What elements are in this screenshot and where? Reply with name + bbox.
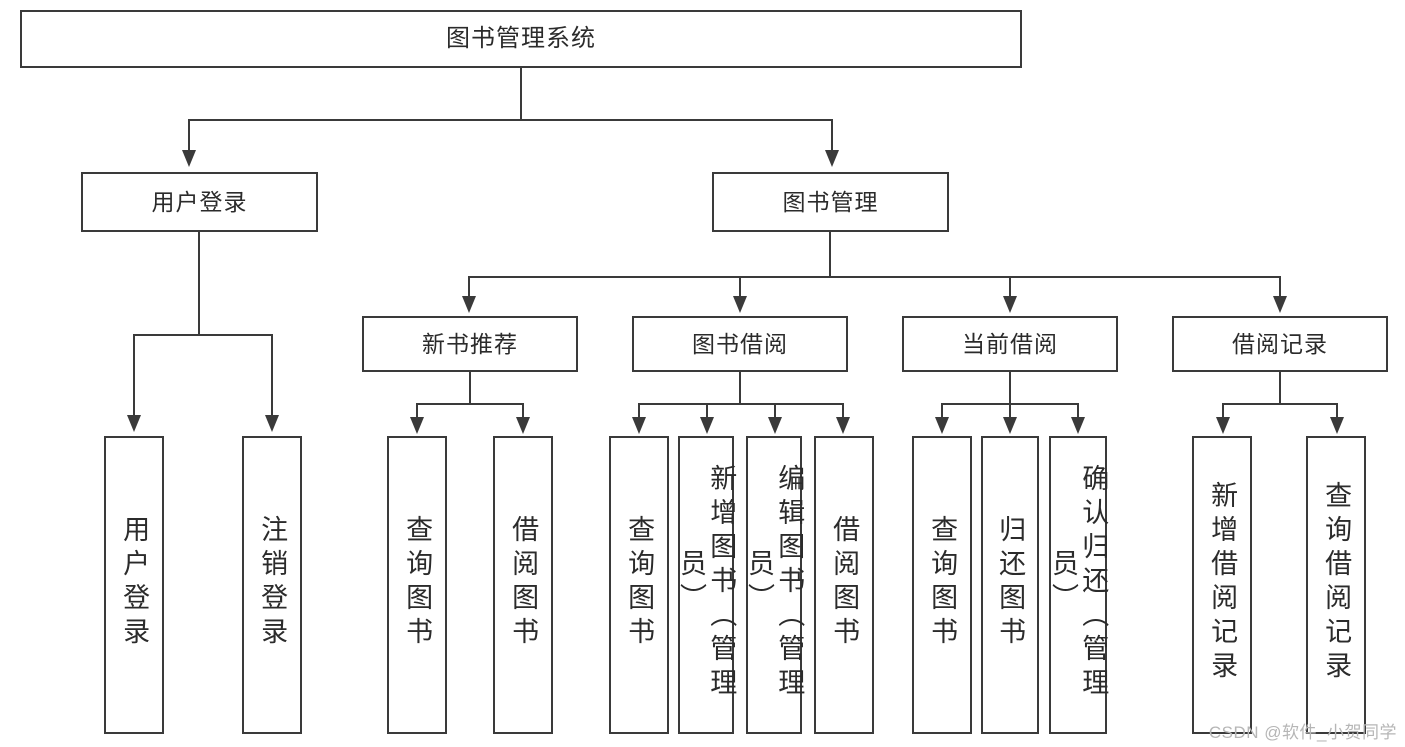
leaf-user-login[interactable]: 用户登录 xyxy=(104,436,164,734)
arrowhead-icon xyxy=(1003,296,1017,313)
node-label: 借阅图书 xyxy=(508,515,539,651)
arrowhead-icon xyxy=(127,415,141,432)
connector-user-login-drop-2 xyxy=(271,334,273,420)
connector-borrow-drop-4 xyxy=(842,403,844,421)
connector-borrow-drop-2 xyxy=(706,403,708,421)
connector-user-login-bus xyxy=(133,334,273,336)
arrowhead-icon xyxy=(516,417,530,434)
node-label: 借阅记录 xyxy=(1232,330,1328,357)
connector-user-login-stem xyxy=(198,232,200,335)
node-label: 归还图书 xyxy=(995,515,1026,651)
connector-record-drop-2 xyxy=(1336,403,1338,421)
connector-root-drop-2 xyxy=(831,119,833,155)
leaf-borrow-edit-book-admin[interactable]: 编辑图书（管理员） xyxy=(744,436,805,734)
arrowhead-icon xyxy=(733,296,747,313)
node-label: 查询图书 xyxy=(402,515,433,651)
connector-record-stem xyxy=(1279,372,1281,404)
connector-book-mgmt-drop-3 xyxy=(1009,276,1011,300)
node-label: 新增图书（管理员） xyxy=(676,464,737,702)
node-label: 图书借阅 xyxy=(692,330,788,357)
connector-recommend-drop-1 xyxy=(416,403,418,421)
connector-book-mgmt-stem xyxy=(829,232,831,277)
node-root-library-management-system[interactable]: 图书管理系统 xyxy=(20,10,1022,68)
connector-borrow-drop-1 xyxy=(638,403,640,421)
connector-book-mgmt-bus xyxy=(468,276,1280,278)
connector-root-stem xyxy=(520,68,522,120)
arrowhead-icon xyxy=(1330,417,1344,434)
arrowhead-icon xyxy=(1216,417,1230,434)
leaf-borrow-add-book-admin[interactable]: 新增图书（管理员） xyxy=(676,436,737,734)
connector-current-drop-2 xyxy=(1009,403,1011,421)
node-user-login[interactable]: 用户登录 xyxy=(81,172,318,232)
node-borrow-record[interactable]: 借阅记录 xyxy=(1172,316,1388,372)
node-label: 用户登录 xyxy=(119,515,150,651)
connector-recommend-bus xyxy=(416,403,524,405)
node-label: 查询借阅记录 xyxy=(1321,481,1352,685)
leaf-recommend-borrow-book[interactable]: 借阅图书 xyxy=(493,436,553,734)
leaf-recommend-query-book[interactable]: 查询图书 xyxy=(387,436,447,734)
leaf-borrow-query-book[interactable]: 查询图书 xyxy=(609,436,669,734)
connector-record-drop-1 xyxy=(1222,403,1224,421)
node-label: 新增借阅记录 xyxy=(1207,481,1238,685)
arrowhead-icon xyxy=(1071,417,1085,434)
leaf-borrow-borrow-book[interactable]: 借阅图书 xyxy=(814,436,874,734)
arrowhead-icon xyxy=(182,150,196,167)
node-label: 查询图书 xyxy=(624,515,655,651)
connector-borrow-drop-3 xyxy=(774,403,776,421)
node-label: 图书管理系统 xyxy=(446,25,596,52)
node-current-borrow[interactable]: 当前借阅 xyxy=(902,316,1118,372)
node-label: 确认归还（管理员） xyxy=(1048,464,1109,702)
connector-borrow-stem xyxy=(739,372,741,404)
connector-book-mgmt-drop-1 xyxy=(468,276,470,300)
node-label: 当前借阅 xyxy=(962,330,1058,357)
arrowhead-icon xyxy=(935,417,949,434)
arrowhead-icon xyxy=(825,150,839,167)
arrowhead-icon xyxy=(265,415,279,432)
arrowhead-icon xyxy=(632,417,646,434)
arrowhead-icon xyxy=(768,417,782,434)
connector-current-drop-1 xyxy=(941,403,943,421)
node-label: 图书管理 xyxy=(782,188,879,215)
leaf-current-return-book[interactable]: 归还图书 xyxy=(981,436,1039,734)
arrowhead-icon xyxy=(1003,417,1017,434)
arrowhead-icon xyxy=(410,417,424,434)
node-book-management[interactable]: 图书管理 xyxy=(712,172,949,232)
connector-record-bus xyxy=(1222,403,1338,405)
arrowhead-icon xyxy=(836,417,850,434)
connector-book-mgmt-drop-4 xyxy=(1279,276,1281,300)
connector-recommend-drop-2 xyxy=(522,403,524,421)
leaf-current-query-book[interactable]: 查询图书 xyxy=(912,436,972,734)
connector-borrow-bus xyxy=(638,403,844,405)
leaf-record-add-record[interactable]: 新增借阅记录 xyxy=(1192,436,1252,734)
node-label: 查询图书 xyxy=(927,515,958,651)
watermark-text: CSDN @软件_小贺同学 xyxy=(1208,723,1397,742)
arrowhead-icon xyxy=(462,296,476,313)
connector-current-drop-3 xyxy=(1077,403,1079,421)
connector-root-bus xyxy=(188,119,833,121)
node-label: 借阅图书 xyxy=(829,515,860,651)
leaf-logout[interactable]: 注销登录 xyxy=(242,436,302,734)
connector-user-login-drop-1 xyxy=(133,334,135,420)
node-book-borrow[interactable]: 图书借阅 xyxy=(632,316,848,372)
leaf-record-query-record[interactable]: 查询借阅记录 xyxy=(1306,436,1366,734)
leaf-current-confirm-return-admin[interactable]: 确认归还（管理员） xyxy=(1048,436,1109,734)
arrowhead-icon xyxy=(700,417,714,434)
node-label: 新书推荐 xyxy=(422,330,518,357)
node-label: 编辑图书（管理员） xyxy=(744,464,805,702)
connector-current-stem xyxy=(1009,372,1011,404)
node-new-book-recommend[interactable]: 新书推荐 xyxy=(362,316,578,372)
arrowhead-icon xyxy=(1273,296,1287,313)
connector-book-mgmt-drop-2 xyxy=(739,276,741,300)
connector-recommend-stem xyxy=(469,372,471,404)
connector-root-drop-1 xyxy=(188,119,190,155)
node-label: 注销登录 xyxy=(257,515,288,651)
node-label: 用户登录 xyxy=(151,188,248,215)
